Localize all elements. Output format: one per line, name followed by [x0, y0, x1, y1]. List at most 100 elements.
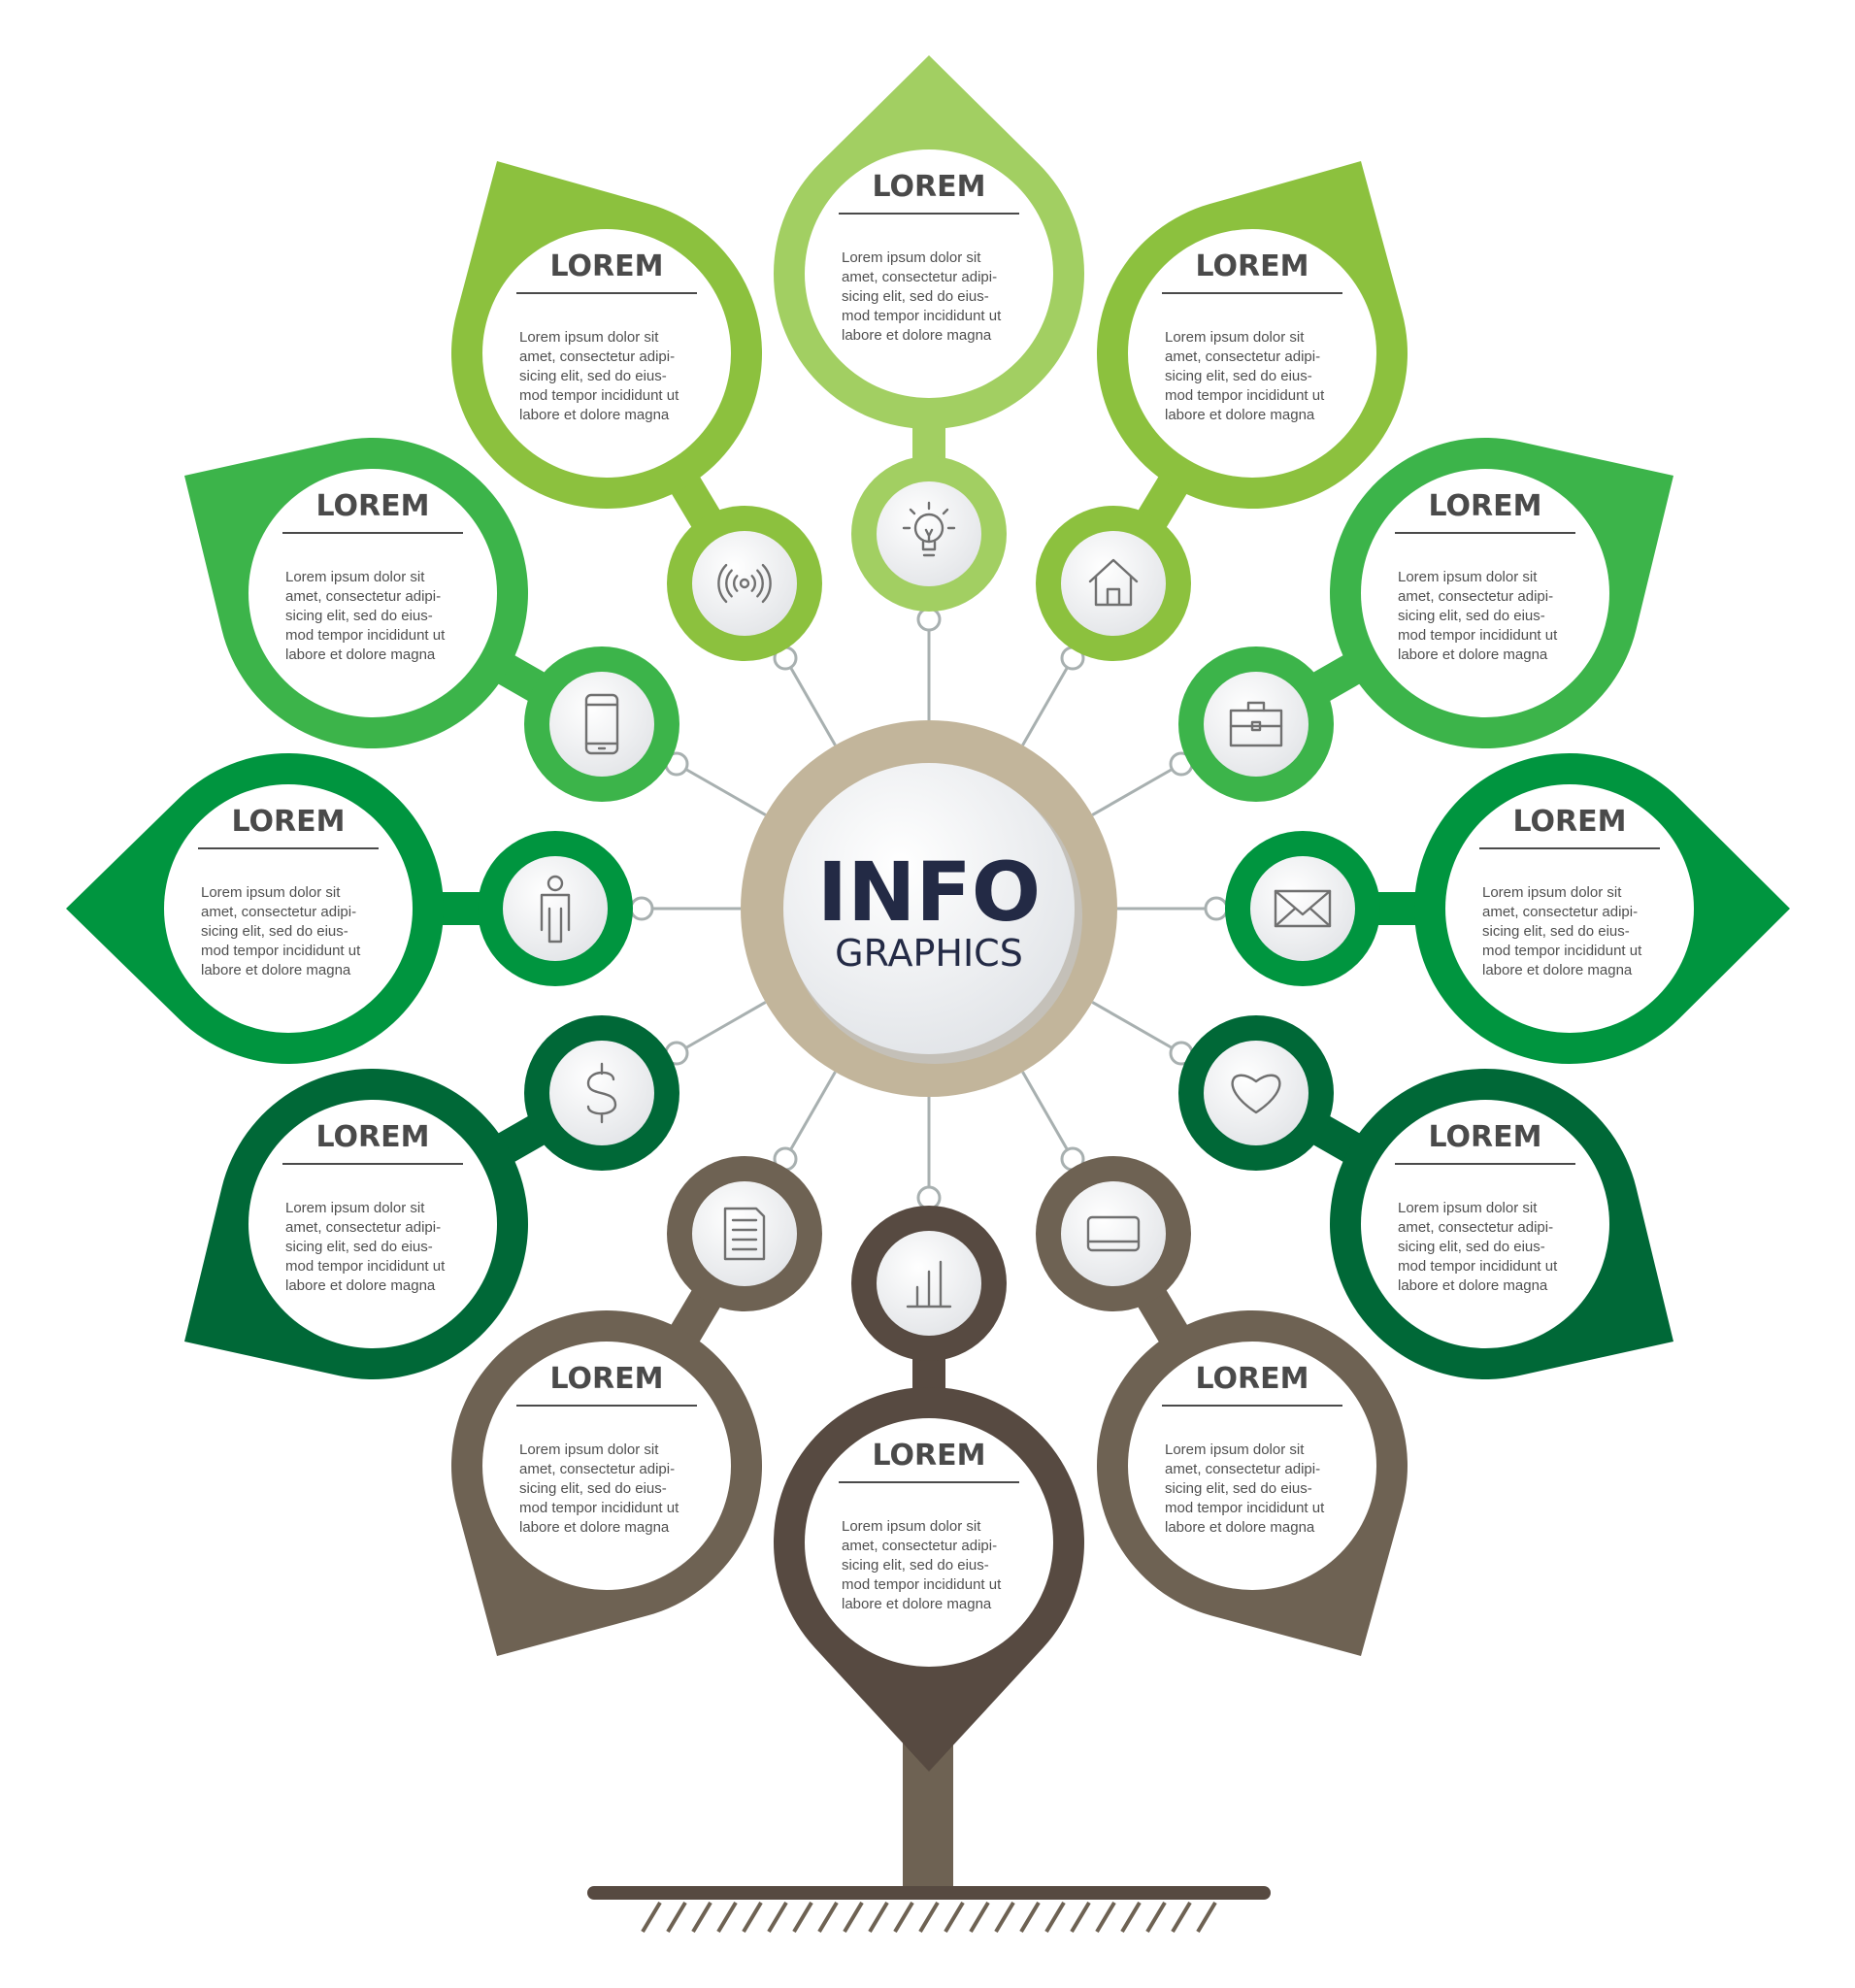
connector-node — [916, 1185, 942, 1210]
person-icon — [540, 875, 571, 944]
leaf-inner — [164, 784, 413, 1033]
leaf-icon-disc — [1204, 672, 1308, 777]
connector-line — [1091, 1001, 1182, 1055]
leaf-body-line: Lorem ipsum dolor sit — [519, 1441, 659, 1458]
leaf-icon-disc — [692, 1181, 797, 1286]
bar-chart-icon — [906, 1260, 952, 1309]
leaf-icon-disc — [692, 531, 797, 636]
leaf-2: LOREM Lorem ipsum dolor sit amet, consecte… — [1036, 161, 1408, 661]
hub-subtitle: GRAPHICS — [835, 932, 1023, 975]
leaf-body-line: sicing elit, sed do eius- — [1398, 608, 1545, 624]
ground-hatch-mark — [767, 1901, 788, 1934]
smartphone-icon — [584, 693, 619, 755]
ground-hatch-mark — [691, 1901, 712, 1934]
lightbulb-icon — [902, 501, 956, 557]
ground-hatch-mark — [1044, 1901, 1066, 1934]
leaf-body-line: Lorem ipsum dolor sit — [519, 329, 659, 346]
leaf-title: LOREM — [232, 805, 346, 839]
leaf-body-line: Lorem ipsum dolor sit — [1398, 1200, 1538, 1216]
document-icon — [723, 1207, 766, 1261]
leaf-title: LOREM — [316, 1120, 430, 1154]
leaf-title: LOREM — [873, 1439, 986, 1473]
connector-node — [916, 607, 942, 632]
ground-hatch-mark — [843, 1901, 864, 1934]
leaf-body-line: Lorem ipsum dolor sit — [201, 884, 341, 901]
leaf-body-line: mod tempor incididunt ut — [1482, 943, 1642, 959]
leaf-title: LOREM — [1429, 1120, 1542, 1154]
leaf-inner — [482, 229, 731, 478]
leaf-body-line: amet, consectetur adipi- — [285, 588, 441, 605]
leaf-body-line: amet, consectetur adipi- — [1165, 348, 1320, 365]
ground-hatch-mark — [969, 1901, 990, 1934]
leaf-icon-disc — [1061, 531, 1166, 636]
leaves-group: LOREM Lorem ipsum dolor sit amet, consecte… — [66, 55, 1790, 1772]
leaf-inner — [1445, 784, 1694, 1033]
leaf-body-line: Lorem ipsum dolor sit — [842, 1518, 981, 1535]
ground-hatch-mark — [1095, 1901, 1116, 1934]
ground-hatch-mark — [1171, 1901, 1192, 1934]
heart-icon — [1231, 1074, 1281, 1114]
leaf-10: LOREM Lorem ipsum dolor sit amet, consecte… — [66, 752, 633, 1064]
ground-hatch-mark — [641, 1901, 662, 1934]
leaf-body-line: amet, consectetur adipi- — [519, 348, 675, 365]
leaf-body-line: amet, consectetur adipi- — [1398, 588, 1553, 605]
leaf-title: LOREM — [1196, 249, 1309, 283]
leaf-body-line: labore et dolore magna — [519, 1519, 670, 1536]
leaf-body-line: labore et dolore magna — [201, 962, 351, 978]
leaf-body-line: labore et dolore magna — [1398, 1277, 1548, 1294]
connector-node — [629, 896, 654, 921]
leaf-icon-disc — [1061, 1181, 1166, 1286]
leaf-body-line: mod tempor incididunt ut — [1165, 1500, 1325, 1516]
connector-node — [1204, 896, 1229, 921]
leaf-body-line: mod tempor incididunt ut — [842, 1576, 1002, 1593]
ground-hatch-mark — [868, 1901, 889, 1934]
leaf-body-line: mod tempor incididunt ut — [842, 308, 1002, 324]
leaf-body-line: sicing elit, sed do eius- — [519, 368, 667, 384]
leaf-title: LOREM — [1196, 1362, 1309, 1396]
leaf-title: LOREM — [1429, 489, 1542, 523]
leaf-title: LOREM — [1513, 805, 1627, 839]
leaf-body-line: Lorem ipsum dolor sit — [842, 249, 981, 266]
leaf-8: LOREM Lorem ipsum dolor sit amet, consecte… — [450, 1156, 822, 1656]
ground-hatch-mark — [666, 1901, 687, 1934]
leaf-body-line: labore et dolore magna — [285, 646, 436, 663]
leaf-inner — [248, 469, 497, 717]
leaf-body-line: Lorem ipsum dolor sit — [1482, 884, 1622, 901]
leaf-title: LOREM — [873, 170, 986, 204]
ground-hatch-mark — [716, 1901, 738, 1934]
leaf-body-line: sicing elit, sed do eius- — [285, 1239, 433, 1255]
connector-line — [1091, 762, 1182, 816]
leaf-body-line: mod tempor incididunt ut — [285, 1258, 446, 1275]
leaf-body-line: amet, consectetur adipi- — [285, 1219, 441, 1236]
ground-hatch-mark — [792, 1901, 813, 1934]
leaf-title: LOREM — [316, 489, 430, 523]
leaf-body-line: amet, consectetur adipi- — [1165, 1461, 1320, 1477]
hub: INFO GRAPHICS — [741, 720, 1117, 1097]
leaf-body-line: sicing elit, sed do eius- — [1398, 1239, 1545, 1255]
leaf-title: LOREM — [550, 1362, 664, 1396]
leaf-body-line: sicing elit, sed do eius- — [842, 1557, 989, 1574]
ground-hatching — [641, 1901, 1217, 1934]
leaf-body-line: mod tempor incididunt ut — [519, 1500, 679, 1516]
briefcase-icon — [1229, 701, 1283, 747]
leaf-body-line: labore et dolore magna — [1165, 407, 1315, 423]
leaf-inner — [805, 1418, 1053, 1667]
leaf-body-line: sicing elit, sed do eius- — [1165, 368, 1312, 384]
leaf-body-line: amet, consectetur adipi- — [1482, 904, 1638, 920]
leaf-body-line: Lorem ipsum dolor sit — [1165, 329, 1305, 346]
leaf-body-line: labore et dolore magna — [285, 1277, 436, 1294]
leaf-body-line: labore et dolore magna — [1482, 962, 1633, 978]
leaf-body-line: mod tempor incididunt ut — [1165, 387, 1325, 404]
leaf-inner — [1361, 469, 1609, 717]
leaf-body-line: amet, consectetur adipi- — [201, 904, 356, 920]
house-icon — [1088, 558, 1139, 607]
leaf-body-line: sicing elit, sed do eius- — [201, 923, 348, 940]
leaf-body-line: amet, consectetur adipi- — [519, 1461, 675, 1477]
connector-line — [783, 657, 837, 746]
leaf-body-line: sicing elit, sed do eius- — [1165, 1480, 1312, 1497]
connector-line — [676, 1001, 767, 1055]
ground-hatch-mark — [1120, 1901, 1142, 1934]
